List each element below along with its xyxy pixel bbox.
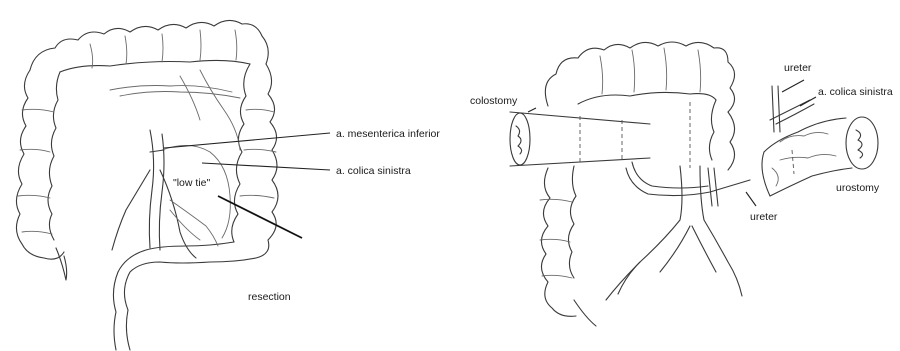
lcs-leader-line: [202, 163, 330, 170]
urostomy-label: urostomy: [836, 182, 880, 194]
ureter-top-label: ureter: [784, 62, 812, 74]
resection-line: [218, 196, 302, 238]
ureter-bottom-leader: [746, 192, 756, 206]
ureter-top-leader: [782, 80, 804, 92]
colostomy-label: colostomy: [470, 95, 518, 107]
ima-leader-line: [164, 133, 330, 148]
lcs-label: a. colica sinistra: [336, 165, 411, 177]
resection-label: resection: [248, 291, 291, 303]
right-colon-drawing: [510, 42, 878, 326]
lcs-right-label: a. colica sinistra: [818, 86, 893, 98]
ima-label: a. mesenterica inferior: [336, 128, 440, 140]
low-tie-label: "low tie": [173, 177, 210, 189]
colostomy-leader: [528, 108, 536, 112]
ureter-bottom-label: ureter: [750, 211, 778, 223]
left-colon-drawing: [16, 20, 278, 350]
